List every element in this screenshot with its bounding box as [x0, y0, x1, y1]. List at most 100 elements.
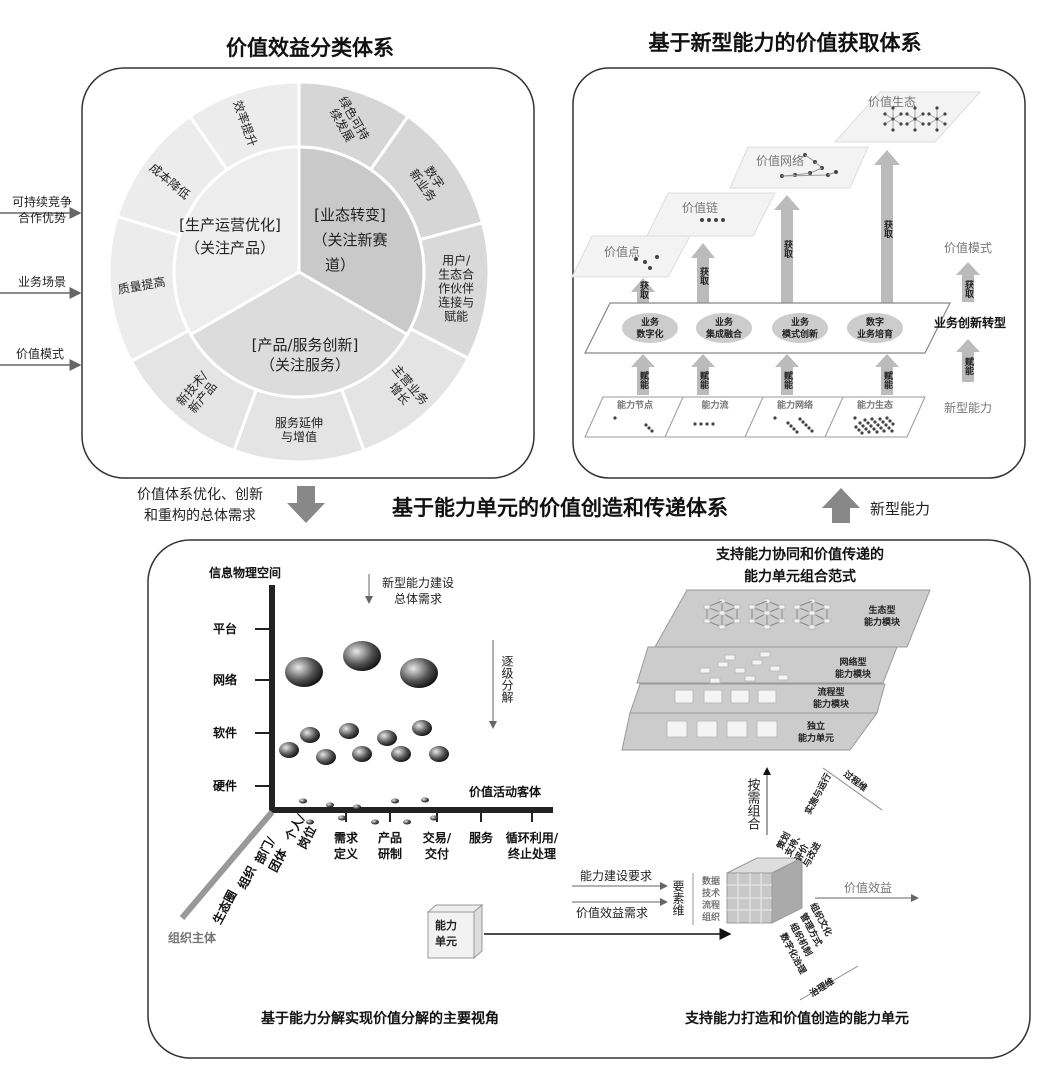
governance-dim-bracket [799, 965, 859, 1001]
layer-label: 能力单元 [798, 732, 834, 744]
capability-sphere [391, 798, 399, 804]
node-dot [891, 422, 895, 426]
y-axis-title: 信息物理空间 [209, 565, 281, 580]
outer-label-line: 作伙伴 [438, 282, 474, 296]
enable-arrows [631, 354, 899, 395]
node-dot [864, 427, 868, 431]
capability-sphere [353, 804, 361, 810]
x-tick-label: 产品 [378, 830, 402, 845]
unit-block [759, 651, 771, 658]
node-dot [888, 419, 892, 423]
unit-block [718, 610, 726, 616]
business-oval [622, 313, 678, 343]
node-dot [807, 426, 811, 430]
capability-sphere [430, 815, 438, 821]
node-dot [921, 122, 925, 126]
value-mode-label: 价值模式 [944, 240, 992, 255]
layer-decorations [666, 598, 831, 738]
element-item: 组织 [702, 911, 720, 923]
node-dot [878, 417, 882, 421]
node-dot [853, 416, 857, 420]
node-dot [885, 416, 889, 420]
enable-side-label: 赋能 [963, 356, 974, 376]
node-dot [867, 430, 871, 434]
unit-block [666, 720, 688, 738]
capability-planes: 能力节点能力流能力网络能力生态 [584, 396, 926, 438]
sector-product-service-innovation [188, 270, 410, 399]
x-tick-label: 研制 [378, 846, 402, 861]
plane-value-ecosystem [833, 91, 982, 143]
unit-block [778, 604, 786, 610]
enable-label: 赋能 [638, 370, 649, 390]
unit-block [674, 689, 694, 704]
node-dot [804, 423, 808, 427]
capability-sphere [299, 798, 307, 804]
outer-label-line: 生态合 [438, 267, 474, 282]
unit-block [717, 661, 729, 668]
new-capability-label: 新型能力 [944, 400, 992, 415]
unit-block [724, 654, 736, 661]
capability-label: 能力生态 [857, 399, 893, 411]
y-tick-label: 硬件 [213, 778, 237, 793]
node-dot [834, 170, 838, 174]
node-dot [714, 218, 718, 222]
x-tick-label: 服务 [469, 830, 494, 845]
node-dot [927, 122, 931, 126]
input-label: 能力建设要求 [580, 869, 652, 883]
x-tick-label: 循环利用/ [506, 830, 559, 845]
node-dot [613, 416, 617, 420]
capability-sphere [403, 819, 411, 825]
acquire-arrow [874, 150, 900, 303]
value-level-label: 价值点 [604, 244, 640, 259]
inner-label-transform: [业态转变] [314, 206, 386, 224]
node-dot [876, 423, 880, 427]
node-dot [891, 117, 895, 121]
node-dot [879, 426, 883, 430]
capability-plane [824, 396, 926, 438]
node-dot [863, 418, 867, 422]
capability-sphere [279, 742, 299, 758]
layer-label: 流程型 [817, 686, 844, 698]
node-dot [921, 112, 925, 116]
unit-block [744, 675, 756, 682]
node-dot [647, 426, 651, 430]
network-dots [634, 106, 947, 270]
output-label: 价值效益 [844, 880, 892, 895]
up-arrow-icon [822, 488, 860, 523]
node-dot [882, 429, 886, 433]
capability-sphere [421, 797, 429, 803]
unit-block [718, 624, 726, 630]
unit-label: 能力 [435, 918, 457, 932]
business-label: 业务 [715, 316, 734, 328]
node-dot [883, 122, 887, 126]
node-dot [873, 420, 877, 424]
unit-block [769, 665, 781, 672]
overall-demand-note: 和重构的总体需求 [144, 508, 256, 524]
node-dot [943, 122, 947, 126]
acquire-arrow [774, 195, 800, 303]
node-dot [789, 424, 793, 428]
process-dim-bracket [822, 767, 883, 811]
decompose-label: 逐级分解 [500, 655, 514, 704]
capability-sphere [391, 746, 411, 762]
node-dot [899, 112, 903, 116]
unit-block [763, 624, 771, 630]
capability-sphere [352, 746, 372, 762]
unit-label: 单元 [435, 934, 457, 948]
node-dot [634, 257, 638, 261]
unit-block [823, 618, 831, 624]
inner-label-transform-note: （关注新赛 [312, 231, 387, 249]
value-level-label: 价值链 [682, 200, 718, 215]
panel-frame [572, 67, 1026, 479]
enable-label: 赋能 [698, 370, 709, 390]
classification-wheel: 绿色可持续发展数字新业务用户/生态合作伙伴连接与赋能主营业务增长服务延伸与增值新… [107, 80, 491, 464]
business-oval [772, 313, 828, 343]
node-dot [655, 255, 659, 259]
value-acquisition-panel: 基于新型能力的价值获取体系 价值点 价值链 价值网络 价值生态 获取 获取 获取… [571, 31, 1026, 479]
unit-block [793, 618, 801, 624]
node-dot [854, 425, 858, 429]
node-dot [935, 117, 939, 121]
node-dot [707, 218, 711, 222]
element-item: 流程 [702, 899, 720, 911]
